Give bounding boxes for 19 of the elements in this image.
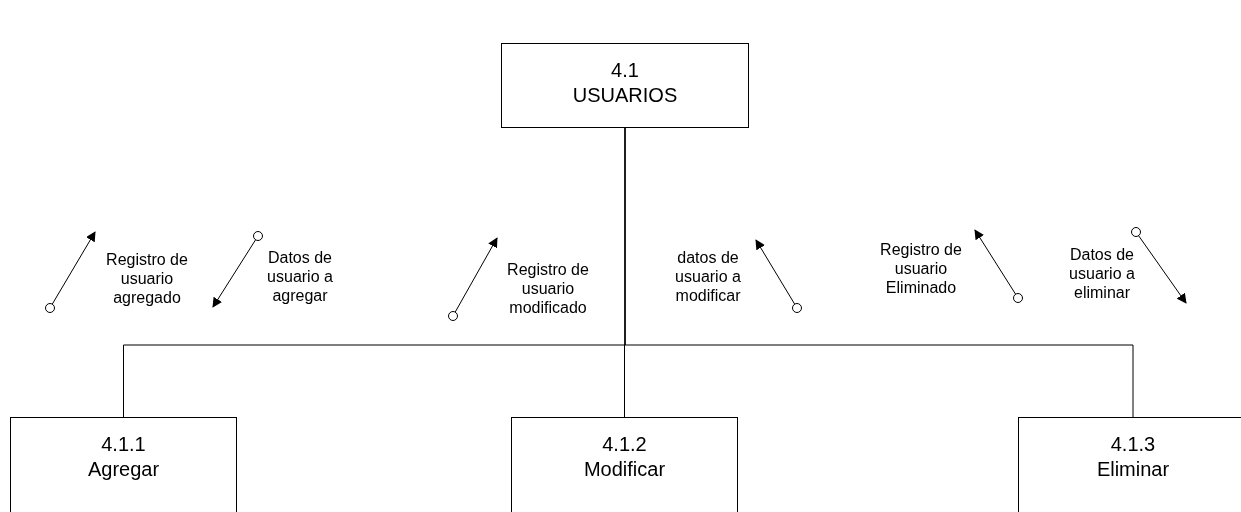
process-name: Eliminar bbox=[1096, 457, 1170, 482]
data-couple-label: Registro de usuario Eliminado bbox=[879, 240, 963, 297]
connector-line bbox=[624, 127, 1134, 418]
data-couple-label: Datos de usuario a agregar bbox=[266, 248, 334, 305]
process-box bbox=[1018, 417, 1241, 512]
process-box bbox=[501, 43, 749, 128]
process-number: 4.1 bbox=[611, 58, 639, 83]
data-couple-label: Registro de usuario modificado bbox=[506, 260, 590, 317]
data-couple-label: Datos de usuario a eliminar bbox=[1068, 245, 1136, 302]
data-couple-label: Registro de usuario agregado bbox=[105, 250, 189, 307]
process-name: USUARIOS bbox=[572, 83, 678, 108]
process-number: 4.1.2 bbox=[602, 432, 647, 457]
process-number: 4.1.3 bbox=[1110, 432, 1156, 457]
process-name: Modificar bbox=[583, 457, 666, 482]
process-box bbox=[10, 417, 237, 512]
data-couple-label: datos de usuario a modificar bbox=[674, 248, 742, 305]
process-name: Agregar bbox=[87, 457, 160, 482]
process-number: 4.1.1 bbox=[101, 432, 146, 457]
process-box bbox=[511, 417, 738, 512]
